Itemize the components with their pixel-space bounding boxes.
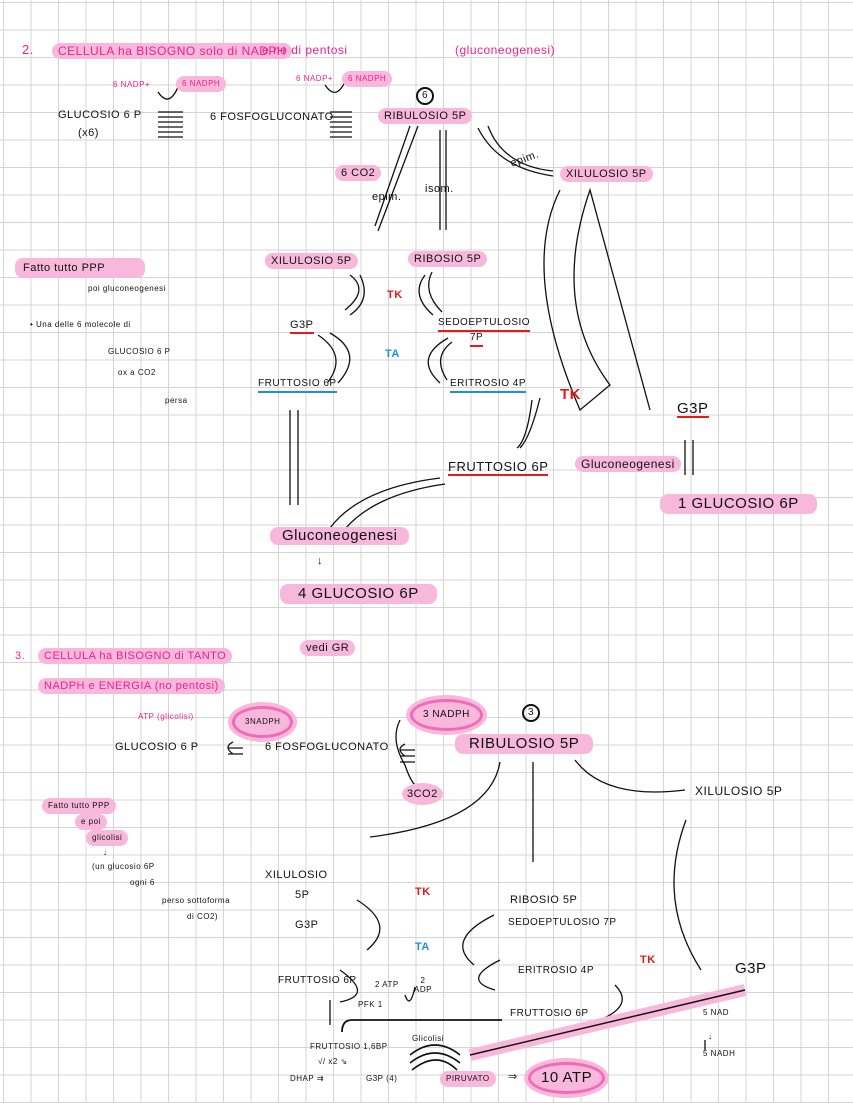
note: Fatto tutto PPP (15, 258, 146, 278)
fosfogluconato: 6 FOSFOGLUCONATO (265, 741, 389, 753)
note: • Una delle 6 molecole di (30, 320, 131, 329)
tk-label: TK (640, 954, 656, 966)
g3p-4: G3P (4) (366, 1074, 398, 1083)
atp-note: ATP (glicolisi) (138, 712, 194, 721)
section-2-title-b: e no di pentosi (262, 43, 348, 57)
g3p: G3P (295, 919, 319, 931)
yields-arrow-icon: ⇒ (508, 1071, 518, 1083)
tk-label: TK (387, 289, 403, 301)
ta-label: TA (415, 941, 430, 953)
note: Fatto tutto PPP (42, 798, 116, 814)
glucosio-6p: GLUCOSIO 6 P (115, 741, 199, 753)
note: GLUCOSIO 6 P (108, 347, 171, 356)
note: poi gluconeogenesi (88, 284, 166, 293)
sedoeptulosio-7p: 7P (470, 331, 484, 347)
nad: 5 NAD (703, 1008, 730, 1017)
dhap: DHAP ⇉ (290, 1074, 325, 1083)
note: (un glucosio 6P (92, 862, 155, 871)
nadph-circle: 3 NADPH (410, 699, 483, 731)
glucosio-6p: GLUCOSIO 6 P (58, 109, 142, 121)
nadp-label: 6 NADP+ (296, 74, 334, 83)
eritrosio-4p: ERITROSIO 4P (450, 377, 527, 393)
eritrosio-4p: ERITROSIO 4P (518, 965, 595, 976)
nadp-label: 6 NADP+ (113, 80, 151, 89)
gluconeogenesi: Gluconeogenesi (270, 527, 410, 545)
ribosio-5p: RIBOSIO 5P (510, 894, 578, 906)
note: e poi (75, 814, 107, 830)
xilulosio-5p: XILULOSIO 5P (265, 253, 358, 269)
down-arrow-icon: ↓ (103, 848, 108, 857)
sedoeptulosio: SEDOEPTULOSIO (438, 316, 531, 332)
isom-label: isom. (425, 183, 454, 195)
down-arrow-icon: ↓ (708, 1032, 713, 1041)
note: glicolisi (86, 830, 129, 846)
ribosio-5p: RIBOSIO 5P (408, 251, 488, 267)
nadph-label: 6 NADPH (176, 76, 227, 92)
split-label: √/ x2 ⇘ (318, 1057, 348, 1066)
fruttosio-6p: FRUTTOSIO 6P (448, 459, 549, 476)
xilulosio: XILULOSIO (265, 869, 328, 881)
g3p: G3P (677, 400, 709, 418)
note: ogni 6 (130, 878, 155, 887)
count-circle: 6 (416, 87, 434, 105)
sedoeptulosio-7p: SEDOEPTULOSIO 7P (508, 917, 617, 928)
note: perso sottoforma (162, 896, 231, 905)
g3p: G3P (735, 960, 767, 977)
down-arrow-icon: ↓ (317, 555, 323, 567)
ribulosio-5p: RIBULOSIO 5P (455, 734, 594, 754)
glicolisi-label: Glicolisi (412, 1034, 445, 1043)
result: 4 GLUCOSIO 6P (280, 584, 437, 604)
count-circle: 3 (522, 704, 540, 722)
fruttosio-6p: FRUTTOSIO 6P (510, 1008, 589, 1019)
fruttosio-6p: FRUTTOSIO 6P (258, 377, 337, 393)
section-3-number: 3. (15, 650, 26, 662)
nadph-label: 6 NADPH (342, 71, 393, 87)
section-2-title: CELLULA ha BISOGNO solo di NADPH (52, 43, 293, 59)
g3p: G3P (290, 318, 314, 334)
section-3-title: CELLULA ha BISOGNO di TANTO (38, 648, 233, 664)
result: 1 GLUCOSIO 6P (660, 494, 817, 514)
fruttosio-16bp: FRUTTOSIO 1,6BP (310, 1042, 388, 1051)
ribulosio-5p: RIBULOSIO 5P (378, 108, 473, 124)
epim-label: epim. (372, 191, 402, 203)
fruttosio-6p: FRUTTOSIO 6P (278, 975, 357, 986)
note: persa (165, 396, 188, 405)
atp: 2 ATP (375, 980, 399, 989)
tk-label: TK (415, 886, 431, 898)
note: ox a CO2 (118, 368, 156, 377)
gluconeogenesi: Gluconeogenesi (575, 456, 681, 472)
piruvato: PIRUVATO (440, 1071, 496, 1087)
co2: 3CO2 (402, 783, 443, 805)
multiplier: (x6) (78, 127, 99, 139)
nadh: 5 NADH (703, 1049, 736, 1058)
note: di CO2) (187, 912, 219, 921)
xilulosio-5p: 5P (295, 889, 310, 901)
fosfogluconato: 6 FOSFOGLUCONATO (210, 111, 334, 123)
section-2-number: 2. (22, 42, 34, 57)
xilulosio-5p: XILULOSIO 5P (695, 784, 783, 798)
xilulosio-5p: XILULOSIO 5P (560, 166, 653, 182)
ta-label: TA (385, 348, 400, 360)
see-note: vedi GR (300, 640, 356, 656)
tk-label: TK (560, 386, 581, 403)
adp: 2 ADP (414, 976, 432, 994)
section-2-title-c: (gluconeogenesi) (455, 43, 556, 57)
co2: 6 CO2 (335, 165, 382, 181)
nadph-circle: 3NADPH (232, 706, 294, 738)
pfk-label: PFK 1 (358, 1000, 383, 1009)
section-3-title-b: NADPH e ENERGIA (no pentosi) (38, 678, 225, 694)
atp-result: 10 ATP (528, 1062, 606, 1094)
